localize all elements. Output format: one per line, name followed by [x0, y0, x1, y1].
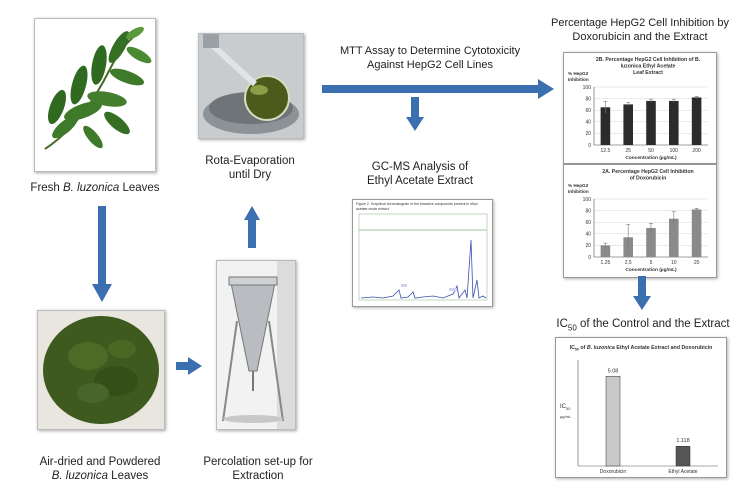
mtt-caption: MTT Assay to Determine Cytotoxicity Agai… [330, 44, 530, 72]
arrow-right-long-icon [322, 79, 554, 99]
gcms-chromatogram: Figure 2. Graphical chromatogram of the … [352, 199, 493, 307]
ic50-bar [606, 376, 620, 466]
chart-2b-bar [669, 101, 679, 145]
chart-2b-ytick-label: 20 [585, 131, 591, 137]
powder-caption: Air-dried and Powdered B. luzonica Leave… [20, 455, 180, 483]
arrow-right-icon [176, 357, 202, 375]
chart-2a-ytick-label: 0 [588, 255, 591, 261]
chart-2a-xtick-label: 20 [694, 260, 700, 266]
chart-2b: 2B. Percentage HepG2 Cell Inhibition of … [564, 53, 716, 163]
chart-2b-xtick-label: 100 [670, 148, 679, 154]
inhibition-caption: Percentage HepG2 Cell Inhibition by Doxo… [540, 16, 740, 44]
chart-2b-bar [692, 97, 702, 145]
chart-2b-xlabel: Concentration (µg/mL) [625, 155, 677, 161]
ic50-caption: IC50 of the Control and the Extract [548, 317, 738, 335]
ic50-bar [676, 446, 690, 466]
chart-2b-title-line: 2B. Percentage HepG2 Cell Inhibition of … [596, 57, 701, 63]
chart-2b-xtick-label: 12.5 [601, 148, 611, 154]
chart-ic50: IC50 of B. luzonica Ethyl Acetate Extrac… [556, 338, 726, 477]
percolation-caption: Percolation set-up for Extraction [200, 455, 316, 483]
arrow-down-icon [92, 206, 112, 304]
chart-2b-ylabel: Inhibition [568, 77, 589, 82]
rota-caption: Rota-Evaporation until Dry [190, 154, 310, 182]
chart-2b-ytick-label: 60 [585, 108, 591, 114]
chart-2b-xtick-label: 50 [648, 148, 654, 154]
ic50-chart-title: IC50 of B. luzonica Ethyl Acetate Extrac… [570, 345, 713, 352]
fresh-leaves-photo [34, 18, 156, 172]
chart-2b-bar [646, 101, 656, 145]
chart-2a-ytick-label: 80 [585, 208, 591, 214]
rota-evaporation-photo [198, 33, 304, 139]
chart-2a-ytick-label: 60 [585, 220, 591, 226]
chart-2a-ytick-label: 100 [583, 197, 592, 203]
chart-2a-title-line: of Doxorubicin [630, 176, 667, 182]
ic50-data-label: 1.118 [676, 438, 689, 444]
ic50-data-label: 5.08 [608, 368, 619, 374]
powder-photo [37, 310, 165, 430]
ic50-xtick-label: Ethyl Acetate [668, 469, 697, 475]
chart-2b-panel: 2B. Percentage HepG2 Cell Inhibition of … [563, 52, 717, 164]
arrow-up-icon [244, 206, 260, 248]
chart-2a-ylabel: % HepG2 [568, 183, 589, 188]
chart-2a-ytick-label: 40 [585, 232, 591, 238]
chart-2b-title-line: luzonica Ethyl Acetate [621, 64, 676, 70]
chart-2b-ytick-label: 40 [585, 120, 591, 126]
percolation-photo [216, 260, 296, 430]
chart-2b-xtick-label: 200 [692, 148, 701, 154]
fresh-leaves-caption: Fresh B. luzonica Leaves [20, 181, 170, 195]
chart-2a-xtick-label: 1.25 [601, 260, 611, 266]
ic50-ylabel-sub: 50 [566, 406, 571, 411]
chart-2a-bar [692, 209, 702, 257]
ic50-chart-panel: IC50 of B. luzonica Ethyl Acetate Extrac… [555, 337, 727, 478]
chart-2b-ytick-label: 100 [583, 85, 592, 91]
chart-2a-xtick-label: 10 [671, 260, 677, 266]
chart-2b-ytick-label: 0 [588, 143, 591, 149]
chart-2b-title-line: Leaf Extract [633, 70, 663, 76]
ic50-ylabel-unit: µg/mL [560, 414, 572, 419]
chart-2a-xlabel: Concentration (µg/mL) [625, 267, 677, 273]
gcms-caption: GC-MS Analysis of Ethyl Acetate Extract [340, 160, 500, 188]
chart-2b-ylabel: % HepG2 [568, 71, 589, 76]
chart-2a-ytick-label: 20 [585, 243, 591, 249]
arrow-down-right-icon [633, 276, 651, 310]
chart-2a-ylabel: Inhibition [568, 189, 589, 194]
chart-2b-xtick-label: 25 [625, 148, 631, 154]
chart-2a-title-line: 2A. Percentage HepG2 Cell Inhibition [602, 169, 693, 175]
arrow-down-small-icon [406, 97, 424, 133]
chart-2b-ytick-label: 80 [585, 96, 591, 102]
chart-2a-xtick-label: 2.5 [625, 260, 632, 266]
chart-2a-xtick-label: 5 [650, 260, 653, 266]
chart-2b-bar [623, 104, 633, 145]
ic50-xtick-label: Doxorubicin [600, 469, 627, 475]
